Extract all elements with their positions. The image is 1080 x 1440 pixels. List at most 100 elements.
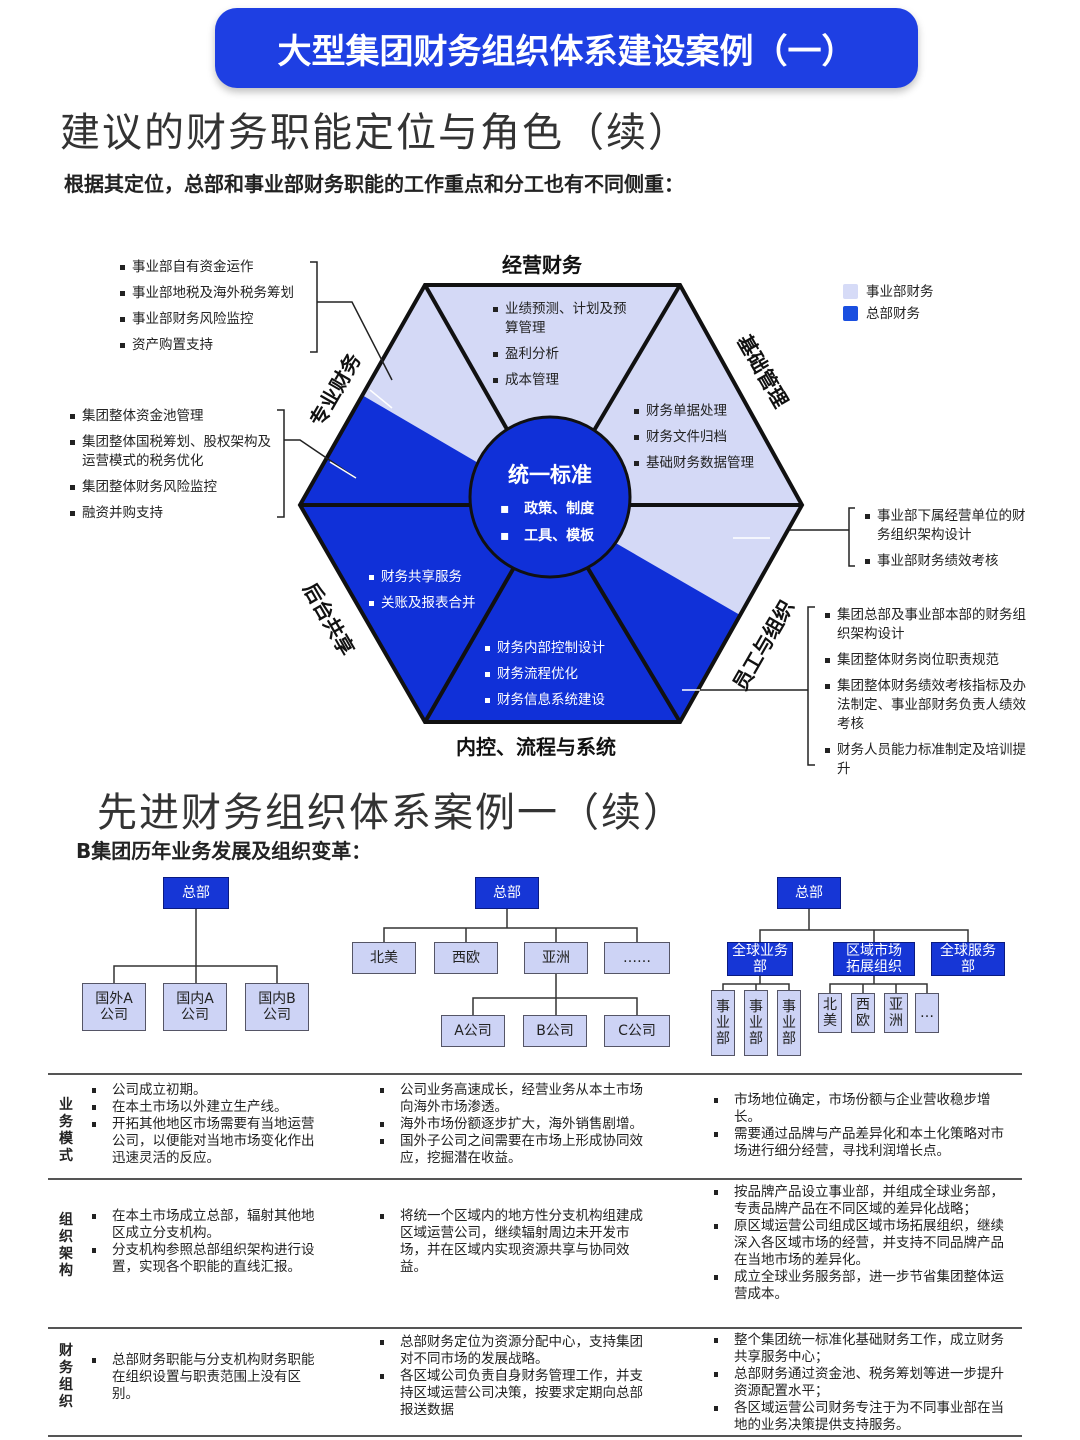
center-items: ▪ 政策、制度 ▪ 工具、模板	[500, 496, 594, 550]
section1-subtitle: 根据其定位，总部和事业部财务职能的工作重点和分工也有不同侧重：	[64, 172, 684, 196]
legend-hq: 总部财务	[843, 303, 934, 325]
table-cell-item: 公司成立初期。	[90, 1082, 320, 1099]
org1-root: 总部	[163, 877, 229, 909]
callout-item: 事业部财务风险监控	[120, 310, 308, 329]
control-items: 财务内部控制设计 财务流程优化 财务信息系统建设	[485, 639, 635, 717]
hexagon-diagram	[277, 261, 855, 766]
org1-child: 国内A公司	[163, 983, 227, 1031]
table-cell: 公司成立初期。在本土市场以外建立生产线。开拓其他地区市场需要有当地运营公司，以便…	[90, 1082, 320, 1167]
page-banner: 大型集团财务组织体系建设案例（一）	[215, 8, 918, 88]
backoffice-item: 关账及报表合并	[369, 594, 509, 613]
org3-root: 总部	[777, 877, 841, 909]
table-cell-item: 需要通过品牌与产品差异化和本土化策略对市场进行细分经营，寻找利润增长点。	[712, 1126, 1012, 1160]
callout-item: 集团整体财务风险监控	[70, 478, 275, 497]
operating-item: 成本管理	[493, 371, 633, 390]
callout-left-division: 事业部自有资金运作 事业部地税及海外税务筹划 事业部财务风险监控 资产购置支持	[120, 258, 308, 362]
control-item: 财务内部控制设计	[485, 639, 635, 658]
basic-items: 财务单据处理 财务文件归档 基础财务数据管理	[634, 402, 784, 480]
callout-item: 集团整体财务岗位职责规范	[825, 651, 1030, 670]
org3-division: 事业部	[744, 990, 768, 1056]
table-cell-item: 市场地位确定，市场份额与企业营收稳步增长。	[712, 1092, 1012, 1126]
table-divider	[48, 1435, 1022, 1437]
callout-item: 融资并购支持	[70, 504, 275, 523]
table-cell: 整个集团统一标准化基础财务工作，成立财务共享服务中心；总部财务通过资金池、税务筹…	[712, 1332, 1012, 1434]
operating-item: 盈利分析	[493, 345, 633, 364]
table-divider	[48, 1178, 1022, 1180]
section2-subtitle: B集团历年业务发展及组织变革：	[76, 839, 372, 863]
callout-item: 集团整体财务绩效考核指标及办法制定、事业部财务负责人绩效考核	[825, 677, 1030, 734]
org2-company: C公司	[604, 1015, 670, 1047]
table-cell: 市场地位确定，市场份额与企业营收稳步增长。需要通过品牌与产品差异化和本土化策略对…	[712, 1092, 1012, 1160]
legend-label: 事业部财务	[866, 284, 934, 300]
table-cell-item: 将统一个区域内的地方性分支机构组建成区域运营公司，继续辐射周边未开发市场，并在区…	[378, 1208, 648, 1276]
table-cell: 总部财务定位为资源分配中心，支持集团对不同市场的发展战略。各区域公司负责自身财务…	[378, 1334, 648, 1419]
table-divider	[48, 1073, 1022, 1075]
org3-division: 事业部	[711, 990, 735, 1056]
section2-title: 先进财务组织体系案例一（续）	[97, 790, 685, 836]
table-cell: 按品牌产品设立事业部，并组成全球业务部，专责品牌产品在不同区域的差异化战略；原区…	[712, 1184, 1012, 1303]
hexagon-outline	[297, 283, 805, 724]
control-item: 财务流程优化	[485, 665, 635, 684]
legend-label: 总部财务	[866, 306, 920, 322]
table-cell: 总部财务职能与分支机构财务职能在组织设置与职责范围上没有区别。	[90, 1352, 320, 1403]
row-label: 组织架构	[59, 1212, 73, 1279]
callout-right-hq: 集团总部及事业部本部的财务组织架构设计 集团整体财务岗位职责规范 集团整体财务绩…	[825, 606, 1030, 786]
org3-region: 西欧	[851, 993, 875, 1033]
callout-item: 事业部下属经营单位的财务组织架构设计	[865, 507, 1030, 545]
table-cell-item: 整个集团统一标准化基础财务工作，成立财务共享服务中心；	[712, 1332, 1012, 1366]
callout-right-division: 事业部下属经营单位的财务组织架构设计 事业部财务绩效考核	[865, 507, 1030, 578]
operating-items: 业绩预测、计划及预算管理 盈利分析 成本管理	[493, 300, 633, 397]
legend-swatch-light	[843, 284, 858, 299]
callout-item: 集团整体国税筹划、股权架构及运营模式的税务优化	[70, 433, 275, 471]
table-cell-item: 在本土市场成立总部，辐射其他地区成立分支机构。	[90, 1208, 320, 1242]
org1-child: 国内B公司	[245, 983, 309, 1031]
section1-title: 建议的财务职能定位与角色（续）	[60, 110, 690, 156]
table-divider	[48, 1327, 1022, 1329]
table-cell-item: 总部财务职能与分支机构财务职能在组织设置与职责范围上没有区别。	[90, 1352, 320, 1403]
callout-item: 事业部地税及海外税务筹划	[120, 284, 308, 303]
org3-group: 全球业务部	[727, 942, 793, 976]
org2-root: 总部	[475, 877, 539, 909]
callout-item: 集团整体资金池管理	[70, 407, 275, 426]
callout-item: 事业部财务绩效考核	[865, 552, 1030, 571]
sector-label-control: 内控、流程与系统	[456, 735, 616, 759]
callout-item: 事业部自有资金运作	[120, 258, 308, 277]
table-cell-item: 分支机构参照总部组织架构进行设置，实现各个职能的直线汇报。	[90, 1242, 320, 1276]
org2-company: A公司	[441, 1015, 505, 1047]
basic-item: 财务单据处理	[634, 402, 784, 421]
callout-connectors	[277, 261, 855, 766]
backoffice-items: 财务共享服务 关账及报表合并	[369, 568, 509, 620]
legend-swatch-dark	[843, 306, 858, 321]
operating-item: 业绩预测、计划及预算管理	[493, 300, 633, 338]
backoffice-item: 财务共享服务	[369, 568, 509, 587]
basic-item: 财务文件归档	[634, 428, 784, 447]
table-cell-item: 在本土市场以外建立生产线。	[90, 1099, 320, 1116]
basic-item: 基础财务数据管理	[634, 454, 784, 473]
table-cell-item: 各区域运营公司财务专注于为不同事业部在当地的业务决策提供支持服务。	[712, 1400, 1012, 1434]
table-cell-item: 公司业务高速成长，经营业务从本土市场向海外市场渗透。	[378, 1082, 648, 1116]
org3-region: 北美	[818, 993, 842, 1033]
org3-group: 全球服务部	[931, 942, 1005, 976]
control-item: 财务信息系统建设	[485, 691, 635, 710]
org3-group: 区域市场拓展组织	[833, 942, 915, 976]
table-cell: 公司业务高速成长，经营业务从本土市场向海外市场渗透。海外市场份额逐步扩大，海外销…	[378, 1082, 648, 1167]
org-connectors	[113, 908, 969, 1015]
table-cell-item: 各区域公司负责自身财务管理工作，并支持区域运营公司决策，按要求定期向总部报送数据	[378, 1368, 648, 1419]
table-cell-item: 海外市场份额逐步扩大，海外销售剧增。	[378, 1116, 648, 1133]
center-title: 统一标准	[508, 463, 592, 487]
center-item: ▪ 政策、制度	[500, 501, 595, 517]
center-item: ▪ 工具、模板	[500, 528, 595, 544]
table-cell-item: 总部财务定位为资源分配中心，支持集团对不同市场的发展战略。	[378, 1334, 648, 1368]
org2-region: ……	[604, 942, 670, 974]
legend-division: 事业部财务	[843, 281, 934, 303]
table-cell: 在本土市场成立总部，辐射其他地区成立分支机构。分支机构参照总部组织架构进行设置，…	[90, 1208, 320, 1276]
org2-region: 亚洲	[524, 942, 588, 974]
table-cell: 将统一个区域内的地方性分支机构组建成区域运营公司，继续辐射周边未开发市场，并在区…	[378, 1208, 648, 1276]
table-cell-item: 按品牌产品设立事业部，并组成全球业务部，专责品牌产品在不同区域的差异化战略；	[712, 1184, 1012, 1218]
callout-item: 财务人员能力标准制定及培训提升	[825, 741, 1030, 779]
table-cell-item: 原区域运营公司组成区域市场拓展组织，继续深入各区域市场的经营，并支持不同品牌产品…	[712, 1218, 1012, 1269]
callout-item: 资产购置支持	[120, 336, 308, 355]
org2-region: 北美	[352, 942, 416, 974]
callout-left-hq: 集团整体资金池管理 集团整体国税筹划、股权架构及运营模式的税务优化 集团整体财务…	[70, 407, 275, 530]
row-label: 财务组织	[59, 1343, 73, 1410]
